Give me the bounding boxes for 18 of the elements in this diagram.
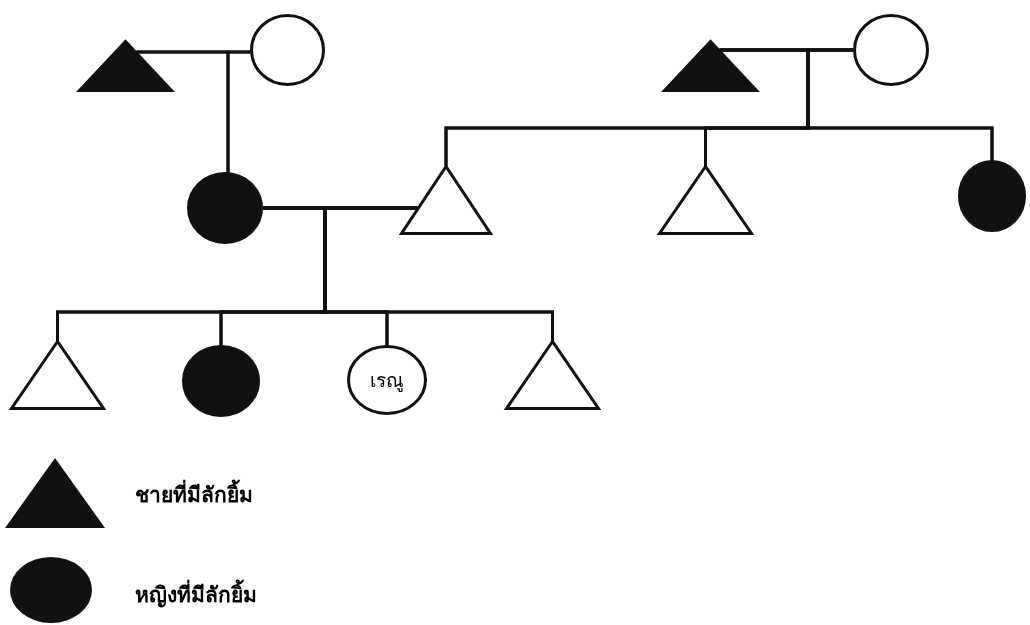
legend-label: ชายที่มีลักยิ้ม xyxy=(135,478,253,511)
triangle-symbol xyxy=(400,165,492,235)
filled-circle-symbol xyxy=(182,345,260,417)
descent-line xyxy=(323,206,554,341)
filled-triangle-symbol xyxy=(663,40,758,92)
circle-symbol xyxy=(250,14,325,86)
person-name: เรณู xyxy=(369,367,405,393)
descent-line xyxy=(226,50,251,173)
circle-symbol xyxy=(853,14,929,86)
triangle-symbol xyxy=(505,340,600,410)
triangle-symbol xyxy=(658,165,753,235)
legend-label: หญิงที่มีลักยิ้ม xyxy=(135,578,257,611)
filled-circle-symbol xyxy=(958,160,1026,232)
circle-symbol xyxy=(347,345,427,415)
filled-circle-symbol xyxy=(187,172,263,244)
triangle-symbol xyxy=(10,340,105,410)
descent-line xyxy=(806,48,994,161)
filled-triangle-symbol xyxy=(78,40,173,92)
